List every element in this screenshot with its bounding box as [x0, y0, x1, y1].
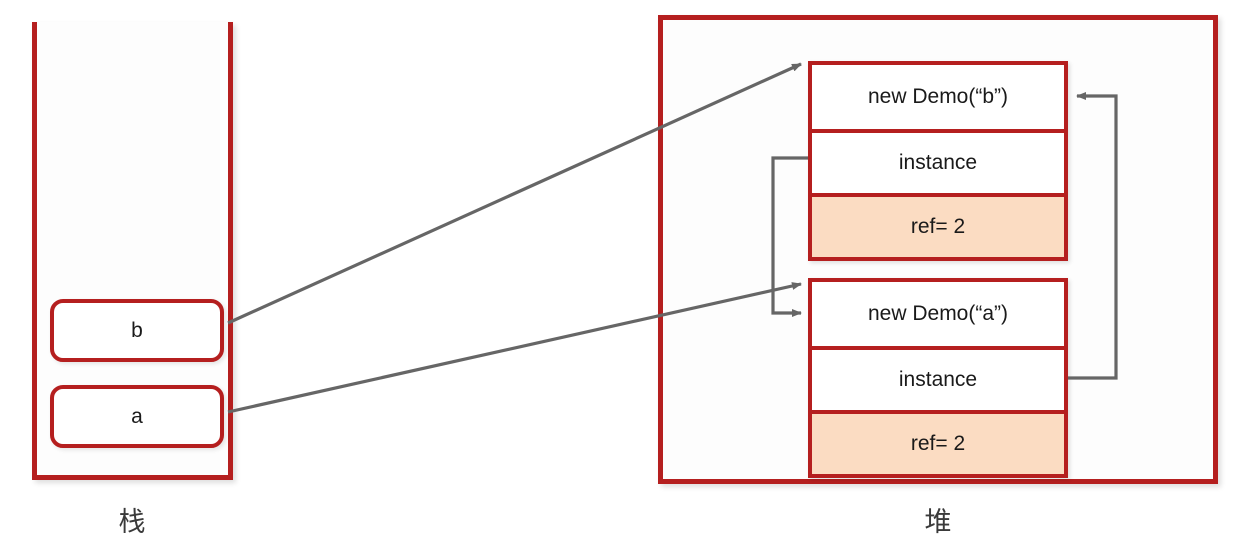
demo-b-refcount-label: ref= 2 [910, 215, 966, 238]
stack-variable-b[interactable]: b [50, 299, 224, 362]
demo-b-instance-label: instance [898, 151, 978, 174]
demo-b-constructor-label: new Demo(“b”) [867, 85, 1009, 108]
demo-a-row-refcount: ref= 2 [812, 410, 1064, 474]
heap-object-demo-a[interactable]: new Demo(“a”) instance ref= 2 [808, 278, 1068, 478]
stack-caption: 栈 [118, 507, 146, 537]
demo-a-refcount-label: ref= 2 [910, 432, 966, 455]
stack-variable-b-label: b [131, 318, 143, 342]
demo-a-row-instance: instance [812, 346, 1064, 410]
heap-object-demo-b[interactable]: new Demo(“b”) instance ref= 2 [808, 61, 1068, 261]
heap-caption: 堆 [924, 507, 952, 537]
stack-variable-a[interactable]: a [50, 385, 224, 448]
demo-a-instance-label: instance [898, 368, 978, 391]
demo-b-row-refcount: ref= 2 [812, 193, 1064, 257]
demo-b-row-constructor: new Demo(“b”) [812, 65, 1064, 129]
demo-a-constructor-label: new Demo(“a”) [867, 302, 1009, 325]
stack-variable-a-label: a [131, 404, 143, 428]
demo-a-row-constructor: new Demo(“a”) [812, 282, 1064, 346]
demo-b-row-instance: instance [812, 129, 1064, 193]
